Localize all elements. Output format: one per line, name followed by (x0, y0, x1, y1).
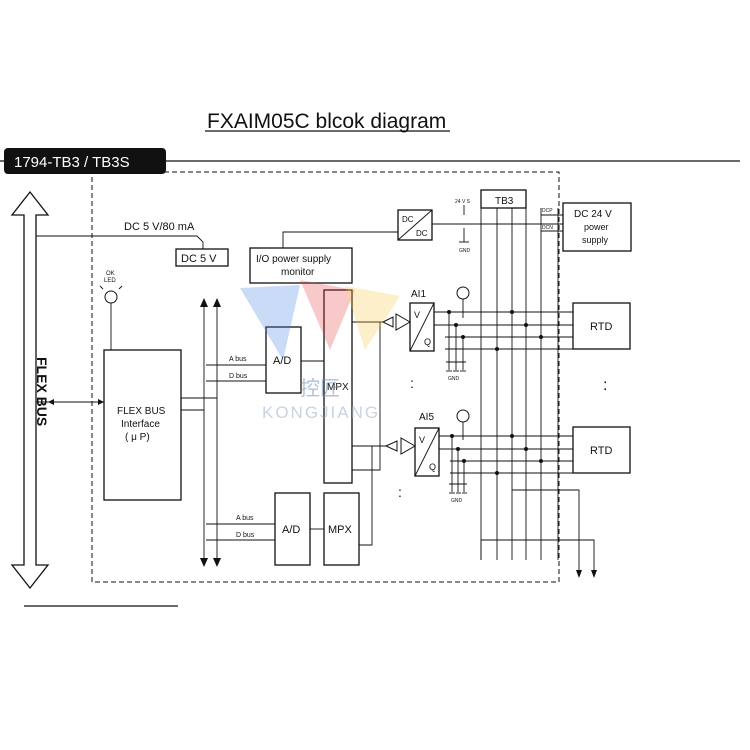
ad-upper-block (265, 326, 302, 394)
ai5-q-label: Q (429, 462, 436, 472)
channel-ellipsis-1: : (410, 375, 414, 391)
rtd-block-5 (572, 426, 631, 474)
ai1-gnd-label: GND (448, 376, 460, 382)
dcdc-label-1: DC (402, 215, 414, 224)
dc24-supply-label-1: DC 24 V (574, 209, 612, 220)
ai5-amplifier-icon (400, 437, 417, 455)
dc24-supply-block (562, 202, 632, 252)
ai1-source-icon (456, 286, 470, 300)
gnd-small-label: GND (459, 248, 471, 254)
dc24-supply-label-2: power (584, 222, 609, 232)
ai5-gnd-label: GND (451, 498, 463, 504)
ai5-v-label: V (419, 435, 425, 445)
dcp-pin-label: DCP (542, 208, 553, 214)
io-monitor-block (249, 247, 353, 284)
watermark-cn: 控匠 (300, 377, 340, 400)
mpx-lower-label: MPX (328, 524, 353, 536)
rtd-label-1: RTD (590, 321, 612, 333)
rtd-block-1 (572, 302, 631, 350)
io-monitor-label-2: monitor (281, 267, 315, 278)
dcdc-label-2: DC (416, 229, 428, 238)
tb3-label: TB3 (495, 196, 514, 207)
ok-led-label-1: OK (106, 271, 115, 277)
ad-upper-label: A/D (273, 355, 291, 367)
watermark-en: KONGJIANG (262, 403, 380, 422)
io-monitor-label-1: I/O power supply (256, 254, 331, 265)
tb3-terminal-lines (480, 208, 559, 560)
dc5v-box-label: DC 5 V (181, 253, 217, 265)
mpx-upper-label: MPX (327, 382, 349, 393)
rtd-ellipsis: : (603, 377, 607, 394)
flexbus-interface-label-1: FLEX BUS (117, 406, 166, 417)
ad-lower-block (274, 492, 311, 566)
ai1-channel-lines (434, 311, 573, 362)
v24-small-label: 24 V S (455, 199, 471, 205)
dc5v-line (36, 235, 204, 250)
ai5-source-icon (456, 409, 470, 423)
module-outline (91, 171, 560, 583)
ai5-buffer-icon (384, 440, 398, 452)
internal-bus-lines (181, 298, 221, 567)
ok-led-label-2: LED (104, 278, 116, 284)
mpx-lower-feed-2 (352, 322, 381, 471)
diagram-title: FXAIM05C blcok diagram (207, 110, 446, 133)
dcn-pin-label: DCN (542, 225, 553, 231)
ai1-ground-symbols (446, 361, 466, 372)
terminal-ground-drops (480, 489, 597, 578)
mpx-lower-block (323, 492, 360, 566)
ai1-v-label: V (414, 310, 420, 320)
mpx-lower-feed (359, 446, 373, 546)
dcdc-diagonal (397, 209, 433, 241)
dbus-lower-label: D bus (236, 532, 255, 539)
ai1-junction-dots (447, 310, 543, 351)
tb3-block (480, 189, 527, 209)
dc5v-80ma-label: DC 5 V/80 mA (124, 221, 195, 233)
ok-led-icon (99, 285, 123, 350)
dbus-upper-label: D bus (229, 373, 248, 380)
flexbus-interface-block (103, 349, 182, 501)
terminal-block-tab-label: 1794-TB3 / TB3S (14, 154, 130, 171)
dc5v-box (175, 248, 229, 267)
flexbus-interface-label-2: Interface (121, 419, 160, 430)
ai1-buffer-icon (381, 316, 394, 328)
monitor-link (282, 231, 398, 248)
flex-bus-label: FLEX BUS (34, 357, 50, 426)
mpx-upper-block (323, 289, 353, 484)
dc24-supply-label-3: supply (582, 235, 609, 245)
terminal-block-tab (4, 148, 166, 174)
ai1-amplifier-icon (395, 313, 412, 331)
abus-lower-label: A bus (236, 515, 254, 522)
ai1-vq-diagonal (409, 302, 435, 352)
ai5-channel-lines (439, 435, 573, 484)
flexbus-interface-label-3: ( μ P) (125, 432, 150, 443)
ai1-q-label: Q (424, 337, 431, 347)
ai5-junction-dots (450, 434, 543, 475)
kongjiang-watermark-logo: 控匠 KONGJIANG (240, 280, 400, 422)
ad-lower-label: A/D (282, 524, 300, 536)
ai5-ground-symbols (449, 483, 467, 494)
ai5-label: AI5 (419, 412, 434, 423)
ai1-label: AI1 (411, 289, 426, 300)
channel-ellipsis-2: : (398, 484, 402, 500)
rtd-label-5: RTD (590, 445, 612, 457)
flex-bus-arrow (10, 190, 50, 590)
ai5-vq-diagonal (414, 427, 440, 477)
abus-upper-label: A bus (229, 356, 247, 363)
